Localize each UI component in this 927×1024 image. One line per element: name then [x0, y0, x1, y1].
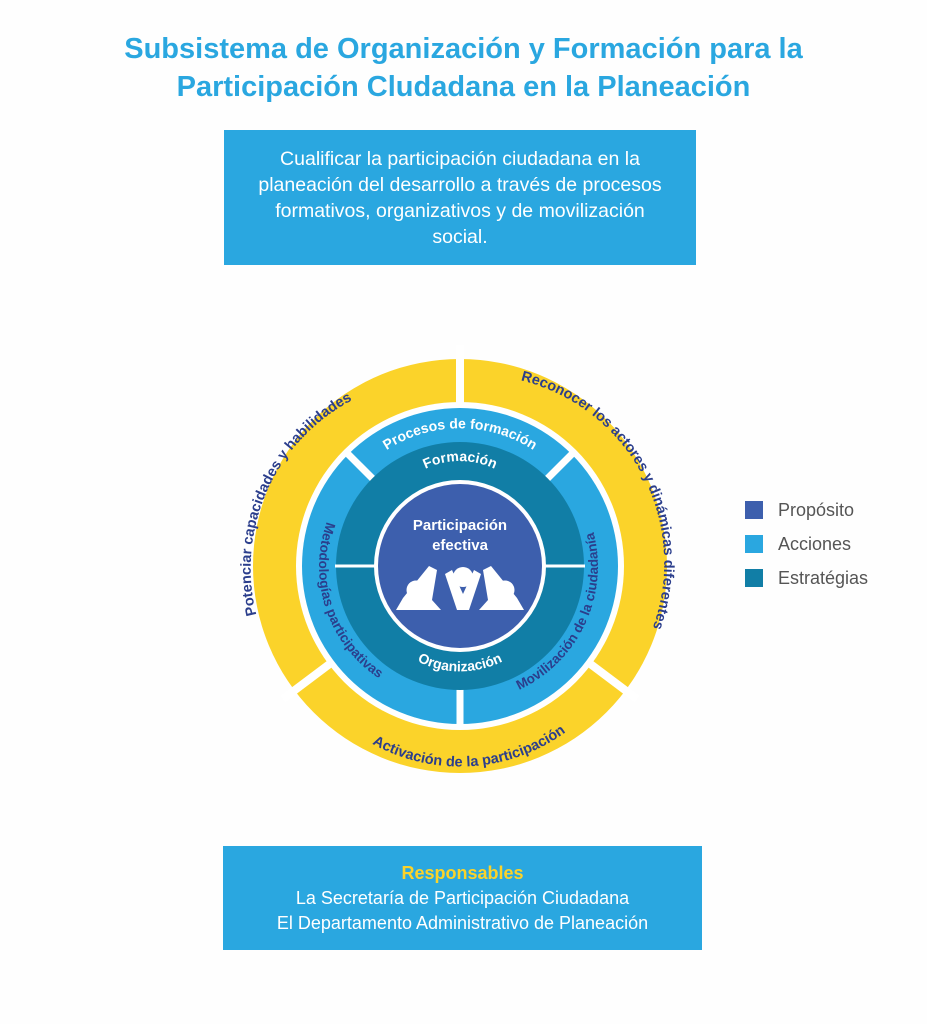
purpose-text: Cualificar la participación ciudadana en…: [258, 147, 662, 248]
inner-label-top: Formación: [420, 448, 500, 472]
responsable-line-2: El Departamento Administrativo de Planea…: [276, 912, 649, 933]
center-label-line-2: efectiva: [432, 537, 489, 554]
legend-label: Acciones: [778, 533, 852, 554]
purpose-box: Cualificar la participación ciudadana en…: [224, 130, 696, 265]
legend-swatch: [745, 569, 763, 587]
legend: Propósito Acciones Estratégias: [745, 493, 868, 595]
legend-label: Estratégias: [778, 567, 869, 588]
center-fill: [378, 484, 542, 648]
page-title: Subsistema de Organización y Formación p…: [0, 30, 927, 106]
title-line-1: Subsistema de Organización y Formación p…: [124, 33, 803, 65]
responsable-line-1: La Secretaría de Participación Ciudadana: [295, 887, 630, 908]
legend-item-proposito: Propósito: [745, 493, 868, 527]
legend-item-estrategias: Estratégias: [745, 561, 868, 595]
people-raising-hands-icon: [396, 566, 524, 610]
responsables-heading: Responsables: [401, 862, 524, 883]
center-circle: Participación efectiva: [374, 480, 546, 652]
title-line-2: Participación Cludadana en la Planeación: [176, 71, 751, 103]
legend-swatch: [745, 535, 763, 553]
center-label-line-1: Participación: [413, 517, 507, 534]
responsables-box: Responsables La Secretaría de Participac…: [223, 846, 702, 950]
legend-label: Propósito: [778, 499, 855, 520]
legend-swatch: [745, 501, 763, 519]
legend-item-acciones: Acciones: [745, 527, 868, 561]
